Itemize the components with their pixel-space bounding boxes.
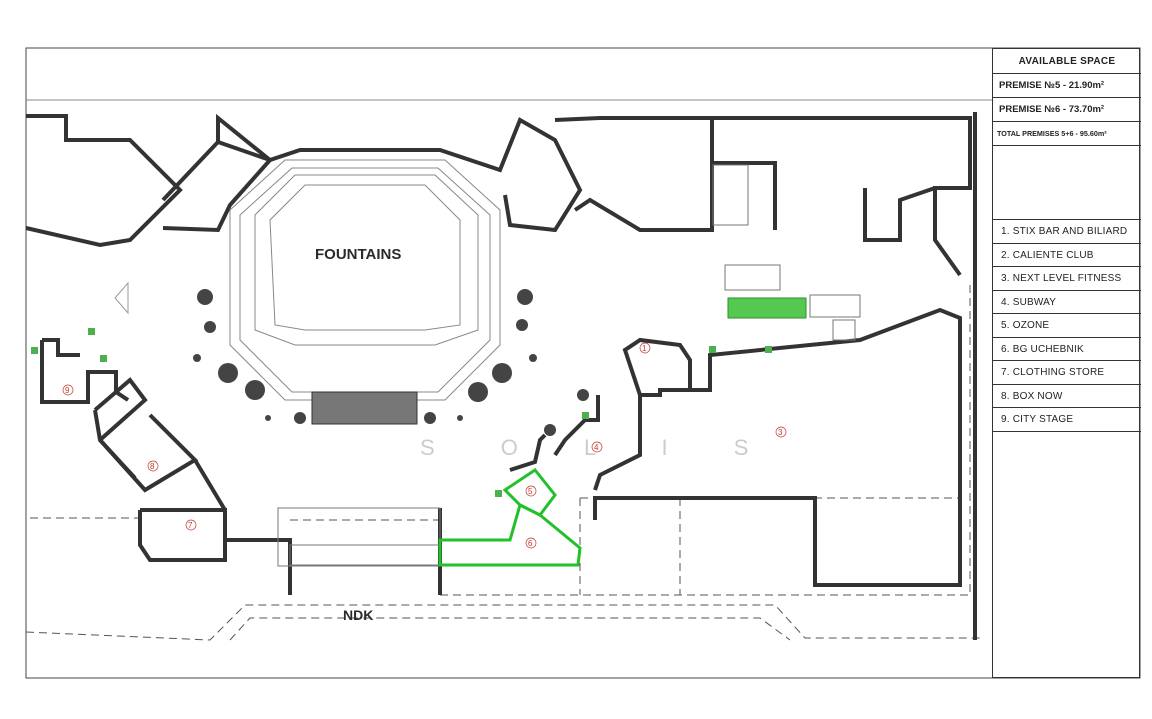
watermark: S O L I S <box>420 435 778 460</box>
tenant-item: 3. NEXT LEVEL FITNESS <box>993 267 1141 291</box>
premise-6-area: PREMISE №6 - 73.70m² <box>993 98 1141 122</box>
green-markers <box>31 328 772 497</box>
tenant-item: 5. OZONE <box>993 314 1141 338</box>
unit-number-3: 3 <box>778 428 783 437</box>
entrance-arrow <box>114 281 129 315</box>
legend-spacer <box>993 146 1141 220</box>
premise-5-area: PREMISE №5 - 21.90m² <box>993 74 1141 98</box>
ndk-label: NDK <box>343 607 373 623</box>
unit-number-9: 9 <box>65 386 70 395</box>
map-frame <box>25 47 1141 679</box>
legend-title: AVAILABLE SPACE <box>993 49 1141 74</box>
unit-number-1: 1 <box>642 344 647 353</box>
staircases <box>277 164 861 567</box>
unit-number-7: 7 <box>188 521 193 530</box>
fountain-basin <box>311 391 418 425</box>
building-walls <box>25 112 977 640</box>
tenant-item: 6. BG UCHEBNIK <box>993 338 1141 361</box>
tenant-item: 9. CITY STAGE <box>993 408 1141 432</box>
fountains-octagon <box>229 159 501 401</box>
fountains-label: FOUNTAINS <box>315 246 401 263</box>
tenant-item: 8. BOX NOW <box>993 385 1141 408</box>
legend-panel: AVAILABLE SPACE PREMISE №5 - 21.90m² PRE… <box>992 48 1141 678</box>
unit-number-8: 8 <box>150 462 155 471</box>
unit-number-4: 4 <box>594 443 599 452</box>
tenant-item: 2. CALIENTE CLUB <box>993 244 1141 267</box>
seating-clusters <box>193 289 589 436</box>
tenant-item: 4. SUBWAY <box>993 291 1141 314</box>
total-premises-area: TOTAL PREMISES 5+6 - 95.60m² <box>993 122 1141 146</box>
tenant-item: 1. STIX BAR AND BILIARD <box>993 220 1141 244</box>
highlighted-premises-5-6 <box>438 467 582 567</box>
unit-number-markers: 1 3 4 5 6 7 8 9 <box>62 342 787 549</box>
unit-number-5: 5 <box>528 487 533 496</box>
tenant-item: 7. CLOTHING STORE <box>993 361 1141 385</box>
green-planter <box>727 297 807 319</box>
unit-number-6: 6 <box>528 539 533 548</box>
